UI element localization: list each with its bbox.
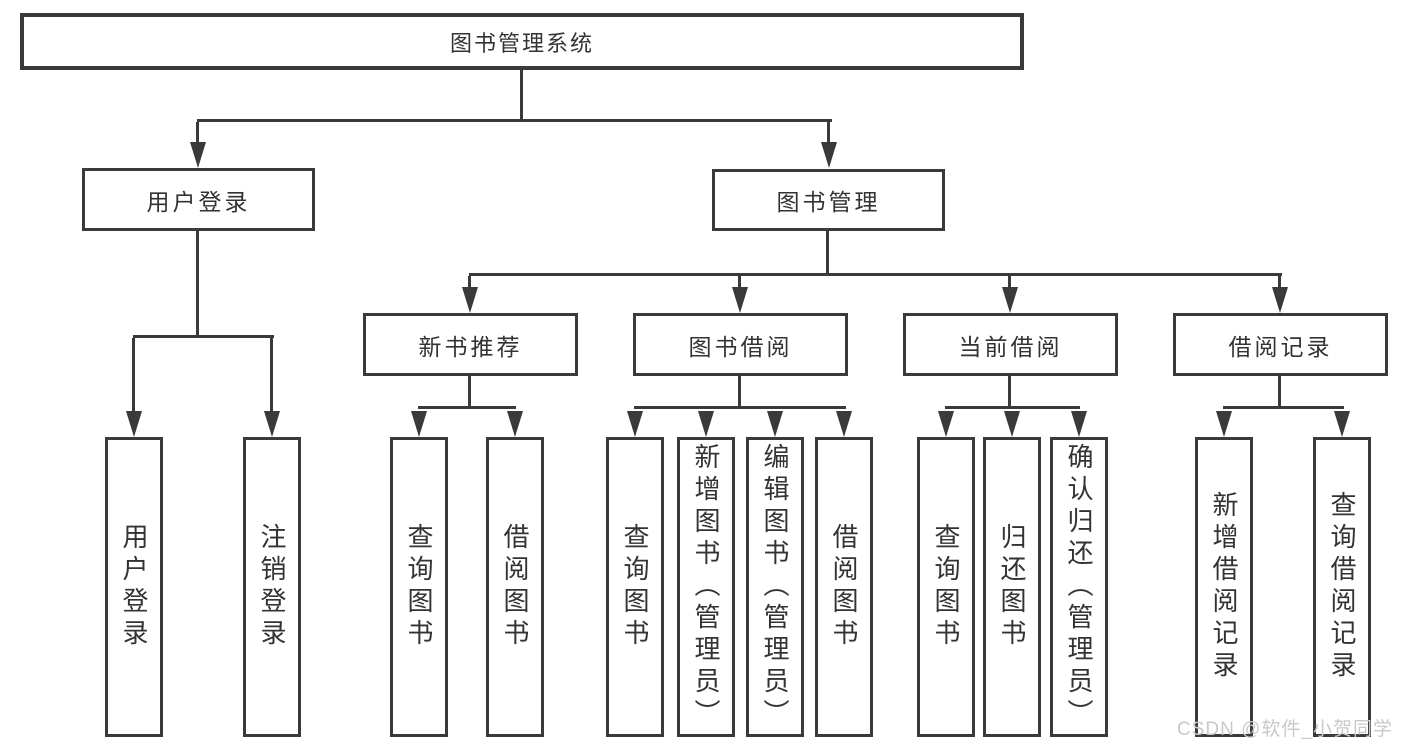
leaf-query-borrow-record: 查询借阅记录 <box>1313 437 1371 737</box>
leaf-user-login: 用户登录 <box>105 437 163 737</box>
arrow-records-leaf1 <box>1216 411 1232 437</box>
leaf-label: 确认归还（管理员） <box>1064 443 1094 731</box>
leaf-confirm-return-admin: 确认归还（管理员） <box>1050 437 1108 737</box>
node-current-borrowing: 当前借阅 <box>903 313 1118 376</box>
node-book-management: 图书管理 <box>712 169 945 231</box>
connector-records-stem <box>1278 376 1281 406</box>
connector-current-stem <box>1008 376 1011 406</box>
connector-user-login-child2-drop <box>270 338 273 411</box>
leaf-label: 借阅图书 <box>829 523 859 651</box>
connector-borrowing-stem <box>738 376 741 406</box>
arrow-to-login-leaf <box>126 411 142 437</box>
connector-user-login-drop <box>196 122 199 144</box>
leaf-label: 查询图书 <box>931 523 961 651</box>
connector-newbook-bar <box>418 406 516 409</box>
node-library-management-system: 图书管理系统 <box>20 13 1024 70</box>
leaf-label: 编辑图书（管理员） <box>760 443 790 731</box>
arrow-current-leaf2 <box>1004 411 1020 437</box>
arrow-records-leaf2 <box>1334 411 1350 437</box>
arrow-to-logout-leaf <box>264 411 280 437</box>
connector-book-mgmt-drop <box>827 122 830 144</box>
leaf-borrow-books: 借阅图书 <box>815 437 873 737</box>
connector-l3-drop-2 <box>738 276 741 288</box>
leaf-add-borrow-record: 新增借阅记录 <box>1195 437 1253 737</box>
leaf-label: 查询图书 <box>404 523 434 651</box>
arrow-borrowing-leaf2 <box>698 411 714 437</box>
arrow-borrowing-leaf1 <box>627 411 643 437</box>
leaf-label: 借阅图书 <box>500 523 530 651</box>
leaf-edit-books-admin: 编辑图书（管理员） <box>746 437 804 737</box>
node-label: 借阅记录 <box>1228 333 1333 360</box>
leaf-label: 查询借阅记录 <box>1327 491 1357 683</box>
connector-root-bar <box>197 119 832 122</box>
arrow-borrowing-leaf3 <box>767 411 783 437</box>
node-label: 新书推荐 <box>418 333 523 360</box>
leaf-add-books-admin: 新增图书（管理员） <box>677 437 735 737</box>
arrow-borrowing-leaf4 <box>836 411 852 437</box>
connector-newbook-stem <box>468 376 471 406</box>
connector-root-stem <box>520 70 523 119</box>
leaf-return-books: 归还图书 <box>983 437 1041 737</box>
node-book-borrowing: 图书借阅 <box>633 313 848 376</box>
connector-book-mgmt-stem <box>826 231 829 273</box>
connector-user-login-stem <box>196 231 199 335</box>
arrow-to-borrowing-records <box>1272 287 1288 313</box>
leaf-logout: 注销登录 <box>243 437 301 737</box>
arrow-newbook-leaf2 <box>507 411 523 437</box>
connector-user-login-child1-drop <box>132 338 135 411</box>
node-label: 当前借阅 <box>958 333 1063 360</box>
arrow-newbook-leaf1 <box>411 411 427 437</box>
node-user-login: 用户登录 <box>82 168 315 231</box>
leaf-current-query-books: 查询图书 <box>917 437 975 737</box>
csdn-watermark: CSDN @软件_小贺同学 <box>1177 719 1393 740</box>
leaf-label: 新增借阅记录 <box>1209 491 1239 683</box>
arrow-to-book-borrowing <box>732 287 748 313</box>
leaf-label: 归还图书 <box>997 523 1027 651</box>
node-borrowing-records: 借阅记录 <box>1173 313 1388 376</box>
connector-borrowing-bar <box>634 406 846 409</box>
connector-book-mgmt-bar <box>469 273 1282 276</box>
connector-user-login-bar <box>133 335 274 338</box>
arrow-to-new-book-recommend <box>462 287 478 313</box>
node-label: 图书管理系统 <box>449 30 594 56</box>
connector-l3-drop-1 <box>468 276 471 288</box>
connector-l3-drop-3 <box>1008 276 1011 288</box>
node-label: 图书借阅 <box>688 333 793 360</box>
leaf-label: 用户登录 <box>119 523 149 651</box>
leaf-newbook-borrow-books: 借阅图书 <box>486 437 544 737</box>
arrow-to-current-borrowing <box>1002 287 1018 313</box>
node-label: 图书管理 <box>776 189 881 215</box>
leaf-label: 新增图书（管理员） <box>691 443 721 731</box>
leaf-borrowing-query-books: 查询图书 <box>606 437 664 737</box>
arrow-current-leaf1 <box>938 411 954 437</box>
node-new-book-recommend: 新书推荐 <box>363 313 578 376</box>
node-label: 用户登录 <box>146 188 251 215</box>
leaf-label: 查询图书 <box>620 523 650 651</box>
arrow-current-leaf3 <box>1071 411 1087 437</box>
connector-current-bar <box>945 406 1080 409</box>
connector-records-bar <box>1223 406 1344 409</box>
arrow-to-user-login <box>190 142 206 168</box>
connector-l3-drop-4 <box>1278 276 1281 288</box>
arrow-to-book-management <box>821 142 837 168</box>
leaf-newbook-query-books: 查询图书 <box>390 437 448 737</box>
leaf-label: 注销登录 <box>257 523 287 651</box>
